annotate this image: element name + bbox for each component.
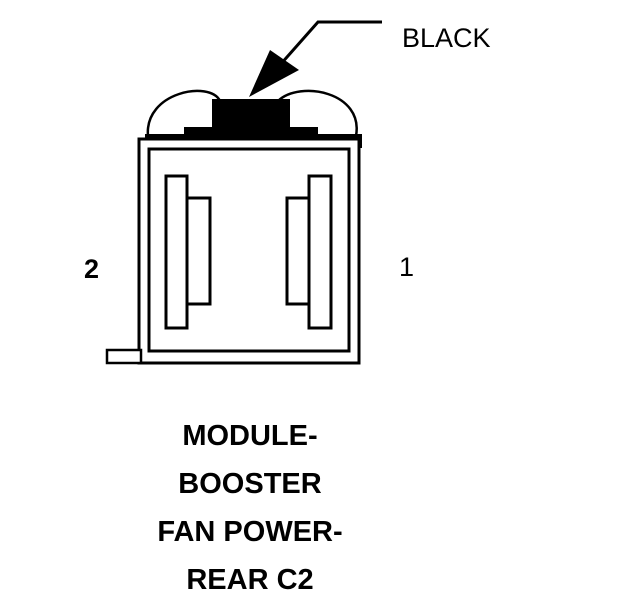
terminal-pin-2 [164,174,212,330]
caption-line-2: BOOSTER [178,468,322,500]
connector-foot-tab [105,348,143,365]
terminal-pin-1 [285,174,333,330]
wire-color-label: BLACK [402,23,491,53]
pin-label-2: 2 [84,254,99,284]
callout-arrowhead [249,50,299,97]
caption-line-1: MODULE- [182,420,318,452]
latch-loop-left [146,89,222,137]
connector-caption: MODULE- BOOSTER FAN POWER- REAR C2 [100,412,400,604]
pin-label-1: 1 [399,252,414,282]
caption-line-4: REAR C2 [186,564,314,596]
latch-loop-right [277,89,358,137]
callout-leader [249,20,382,97]
caption-line-3: FAN POWER- [157,516,343,548]
